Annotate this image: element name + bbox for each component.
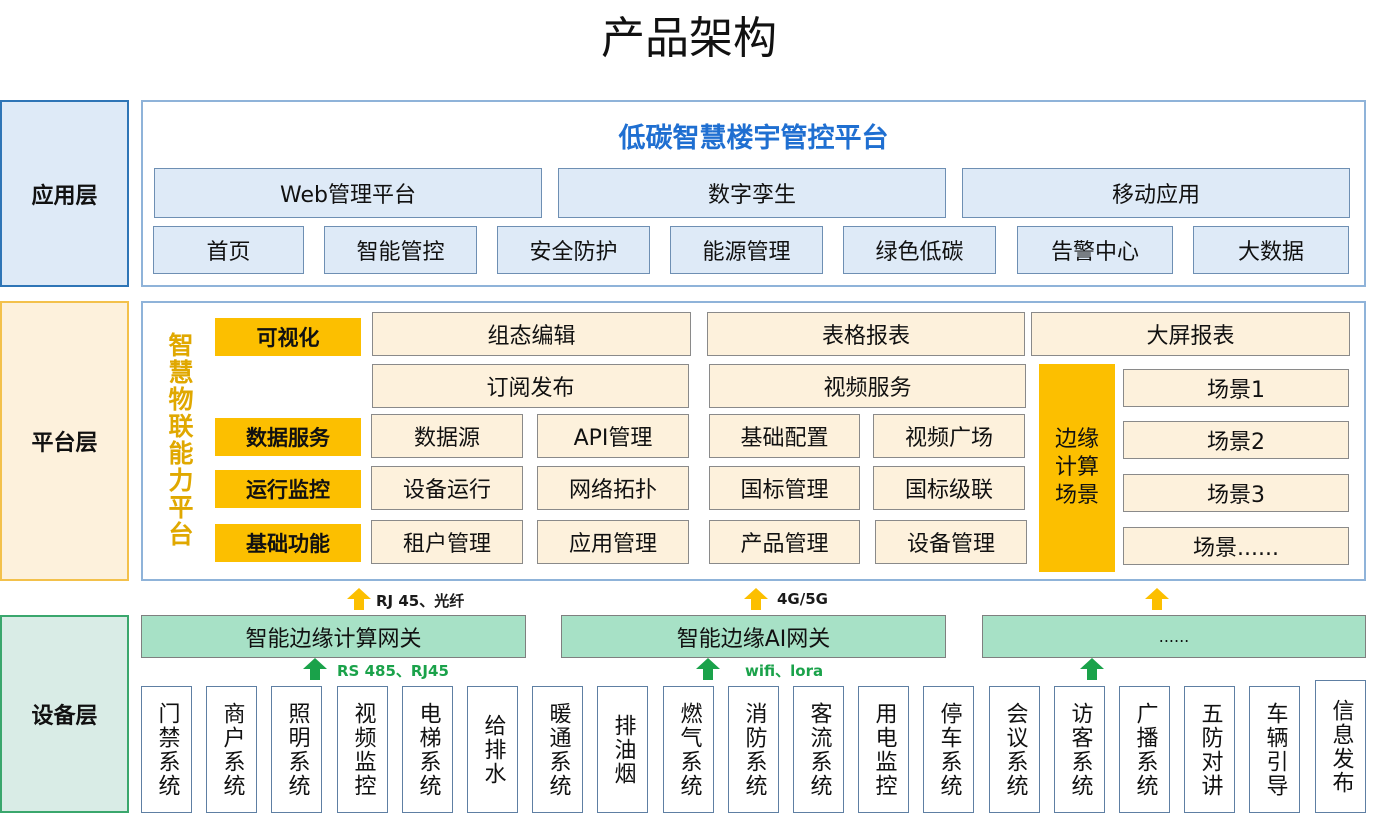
device-merchant: 商户系统: [206, 686, 257, 813]
item-datasource: 数据源: [371, 414, 523, 458]
app-layer-panel: [141, 100, 1366, 287]
device-hvac: 暖通系统: [532, 686, 583, 813]
item-gb-manage: 国标管理: [709, 466, 860, 510]
device-power-monitor: 用电监控: [858, 686, 909, 813]
connection-label-rj45-fiber: RJ 45、光纤: [376, 592, 465, 610]
item-network-topology: 网络拓扑: [537, 466, 689, 510]
device-lighting: 照明系统: [271, 686, 322, 813]
device-passenger-flow: 客流系统: [793, 686, 844, 813]
app-module-alarm: 告警中心: [1017, 226, 1173, 274]
gateway-edge-computing: 智能边缘计算网关: [141, 615, 526, 658]
category-run-monitor: 运行监控: [215, 470, 361, 508]
app-item-web: Web管理平台: [154, 168, 542, 218]
scene-more: 场景......: [1123, 527, 1349, 565]
item-table-report: 表格报表: [707, 312, 1025, 356]
edge-computing-label: 边缘计算场景: [1054, 427, 1099, 508]
device-fume-exhaust: 排油烟: [597, 686, 648, 813]
edge-computing-scenes: 边缘计算场景: [1039, 364, 1115, 572]
device-vehicle-guide: 车辆引导: [1249, 686, 1300, 813]
up-arrow-icon: [1145, 588, 1169, 610]
device-video-surveillance: 视频监控: [337, 686, 388, 813]
app-module-control: 智能管控: [324, 226, 477, 274]
app-module-bigdata: 大数据: [1193, 226, 1349, 274]
item-video-service: 视频服务: [709, 364, 1026, 408]
up-arrow-icon: [347, 588, 371, 610]
device-gas: 燃气系统: [663, 686, 714, 813]
item-app-manage: 应用管理: [537, 520, 689, 564]
item-product-manage: 产品管理: [709, 520, 860, 564]
connection-label-rs485: RS 485、RJ45: [337, 662, 449, 680]
scene-1: 场景1: [1123, 369, 1349, 407]
scene-2: 场景2: [1123, 421, 1349, 459]
item-base-config: 基础配置: [709, 414, 860, 458]
device-access-control: 门禁系统: [141, 686, 192, 813]
connection-label-wifi-lora: wifi、lora: [745, 662, 824, 680]
layer-label-platform: 平台层: [0, 301, 129, 581]
device-elevator: 电梯系统: [402, 686, 453, 813]
item-video-square: 视频广场: [873, 414, 1025, 458]
item-subscribe-publish: 订阅发布: [372, 364, 689, 408]
category-visualization: 可视化: [215, 318, 361, 356]
device-water: 给排水: [467, 686, 518, 813]
platform-name: 低碳智慧楼宇管控平台: [618, 122, 889, 154]
item-big-screen-report: 大屏报表: [1031, 312, 1350, 356]
app-module-green: 绿色低碳: [843, 226, 996, 274]
gateway-more: ......: [982, 615, 1366, 658]
device-fire: 消防系统: [728, 686, 779, 813]
app-module-home: 首页: [153, 226, 304, 274]
app-item-mobile: 移动应用: [962, 168, 1350, 218]
app-item-digital-twin: 数字孪生: [558, 168, 946, 218]
item-gb-cascade: 国标级联: [873, 466, 1025, 510]
gateway-edge-ai: 智能边缘AI网关: [561, 615, 946, 658]
layer-label-app: 应用层: [0, 100, 129, 287]
device-meeting: 会议系统: [989, 686, 1040, 813]
connection-label-4g5g: 4G/5G: [777, 590, 828, 608]
platform-side-title: 智慧物联能力平台: [165, 332, 194, 548]
category-basic-function: 基础功能: [215, 524, 361, 562]
device-broadcast: 广播系统: [1119, 686, 1170, 813]
category-data-service: 数据服务: [215, 418, 361, 456]
up-arrow-icon: [303, 658, 327, 680]
app-module-energy: 能源管理: [670, 226, 823, 274]
item-api-manage: API管理: [537, 414, 689, 458]
device-parking: 停车系统: [923, 686, 974, 813]
platform-layer-panel: [141, 301, 1366, 581]
item-device-run: 设备运行: [371, 466, 523, 510]
app-module-security: 安全防护: [497, 226, 650, 274]
device-visitor: 访客系统: [1054, 686, 1105, 813]
layer-label-device: 设备层: [0, 615, 129, 813]
page-title: 产品架构: [601, 13, 777, 64]
item-config-edit: 组态编辑: [372, 312, 691, 356]
item-device-manage: 设备管理: [875, 520, 1027, 564]
up-arrow-icon: [1080, 658, 1104, 680]
item-tenant-manage: 租户管理: [371, 520, 523, 564]
up-arrow-icon: [696, 658, 720, 680]
scene-3: 场景3: [1123, 474, 1349, 512]
up-arrow-icon: [744, 588, 768, 610]
device-info-publish: 信息发布: [1315, 680, 1366, 813]
device-intercom: 五防对讲: [1184, 686, 1235, 813]
